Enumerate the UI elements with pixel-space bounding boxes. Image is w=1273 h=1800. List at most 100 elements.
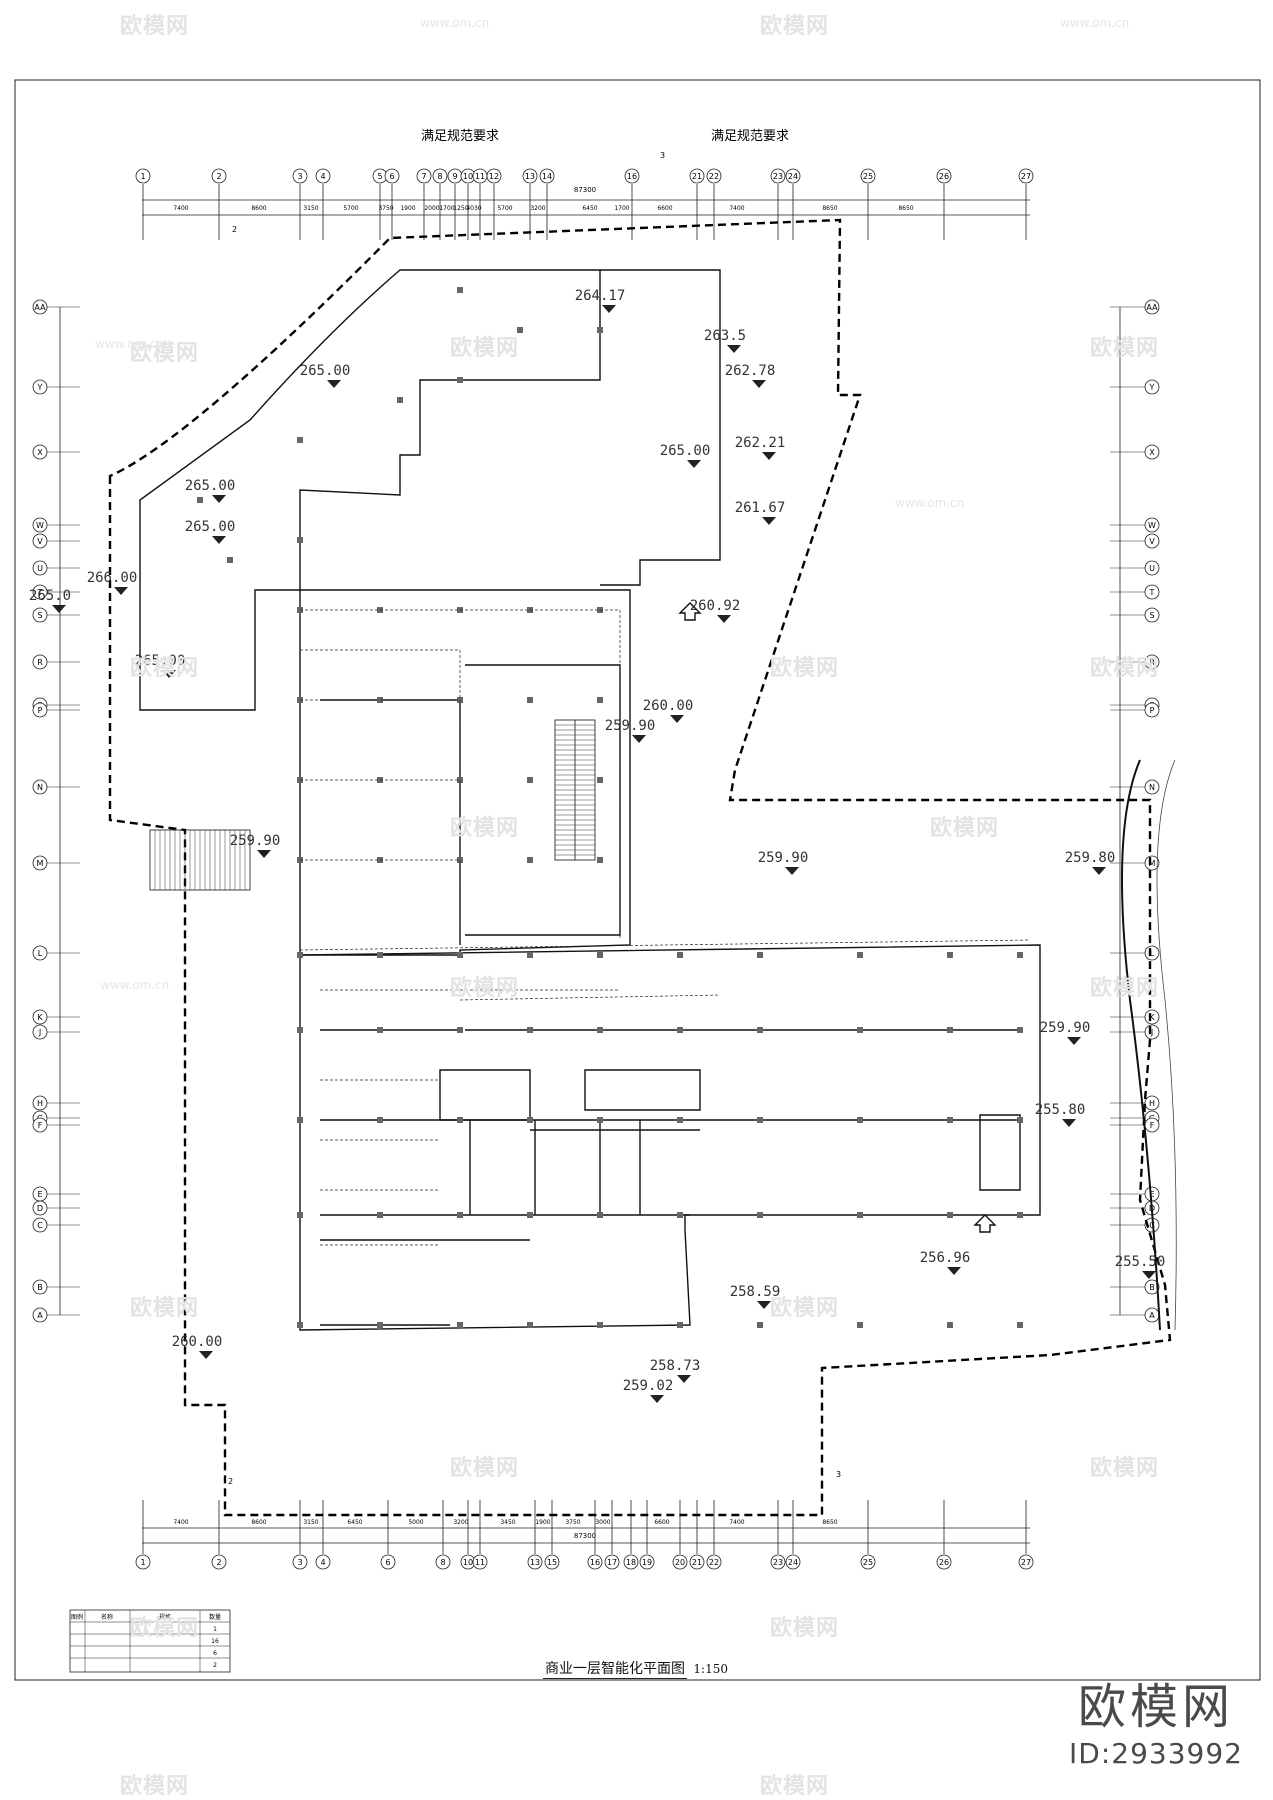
sheet-border (14, 79, 1261, 1681)
svg-text:3: 3 (297, 1558, 302, 1567)
watermark-logo: 欧模网 (120, 14, 190, 39)
svg-text:265.00: 265.00 (185, 519, 236, 535)
svg-text:1: 1 (140, 1558, 145, 1567)
svg-text:264.17: 264.17 (575, 288, 626, 304)
svg-text:23: 23 (773, 1558, 783, 1567)
axis-bubble-3: 3 (292, 168, 308, 184)
svg-text:W: W (1148, 521, 1156, 530)
axis-bubble-25: 25 (860, 168, 876, 184)
dimension-text: 3150 (303, 205, 318, 212)
axis-bubble-2: 2 (211, 168, 227, 184)
svg-text:F: F (1150, 1121, 1155, 1130)
dimension-text: 1700 (614, 205, 629, 212)
column (1017, 1117, 1023, 1123)
svg-text:H: H (37, 1099, 43, 1108)
column (457, 952, 463, 958)
svg-text:16: 16 (627, 172, 637, 181)
overall-dimension-bottom: 87300 (574, 1532, 596, 1540)
svg-text:P: P (38, 706, 43, 715)
column (377, 1322, 383, 1328)
svg-text:259.90: 259.90 (758, 850, 809, 866)
svg-text:24: 24 (788, 1558, 798, 1567)
svg-text:4: 4 (320, 1558, 325, 1567)
column (857, 1027, 863, 1033)
svg-text:X: X (1149, 448, 1155, 457)
svg-text:C: C (37, 1221, 43, 1230)
column (857, 1212, 863, 1218)
column (757, 1322, 763, 1328)
escalator-steps (555, 724, 595, 856)
dimension-text: 3000 (595, 1519, 610, 1526)
column (457, 1212, 463, 1218)
elevation-marker: 266.00 (87, 570, 137, 595)
elevation-marker: 264.17 (575, 288, 626, 313)
svg-text:265.00: 265.00 (660, 443, 711, 459)
svg-text:A: A (37, 1311, 43, 1320)
axis-bubble-19: 19 (639, 1554, 655, 1570)
axis-bubble-W: W (32, 517, 48, 533)
svg-text:11: 11 (475, 172, 485, 181)
axis-bubble-12: 12 (486, 168, 502, 184)
axis-ticks-bottom (142, 1500, 1027, 1554)
dimension-text: 6450 (582, 205, 597, 212)
axis-bubble-25: 25 (860, 1554, 876, 1570)
svg-text:10: 10 (463, 1558, 473, 1567)
svg-text:256.96: 256.96 (920, 1250, 971, 1266)
column (757, 1117, 763, 1123)
column (677, 1117, 683, 1123)
svg-text:A: A (1149, 1311, 1155, 1320)
elevation-marker: 265.0 (29, 588, 71, 613)
dimension-text: 4030 (466, 205, 481, 212)
dimension-text: 3200 (453, 1519, 468, 1526)
dimension-text: 6450 (347, 1519, 362, 1526)
elevation-marker: 263.5 (704, 328, 746, 353)
elevation-marker: 262.78 (725, 363, 775, 388)
axis-bubble-Y: Y (32, 379, 48, 395)
watermark-logo: 欧模网 (120, 1774, 190, 1799)
section-mark-3-top: 3 (660, 151, 665, 160)
elevation-marker: 259.80 (1065, 850, 1115, 875)
column (527, 1117, 533, 1123)
elevation-marker: 262.21 (735, 435, 785, 460)
dimension-text: 8650 (822, 1519, 837, 1526)
column (757, 1212, 763, 1218)
brand-id: ID:2933992 (1069, 1737, 1243, 1770)
column (457, 1117, 463, 1123)
svg-text:L: L (1150, 949, 1155, 958)
svg-text:15: 15 (547, 1558, 557, 1567)
axis-bubbles-left: AAYXWVUTSRQPNMLKJHGFEDCBA (32, 299, 80, 1323)
watermark-logo: 欧模网 (130, 1296, 200, 1321)
dimension-text: 3150 (303, 1519, 318, 1526)
column (677, 1322, 683, 1328)
axis-bubble-K: K (1144, 1009, 1160, 1025)
column (857, 952, 863, 958)
axis-bubble-8: 8 (432, 168, 448, 184)
column (1017, 952, 1023, 958)
wiring-runs (299, 609, 1031, 1246)
svg-text:R: R (1149, 658, 1155, 667)
column (377, 952, 383, 958)
dimension-text: 2000 (424, 205, 439, 212)
axis-bubble-17: 17 (604, 1554, 620, 1570)
svg-text:L: L (38, 949, 43, 958)
column (527, 1212, 533, 1218)
svg-text:26: 26 (939, 172, 949, 181)
axis-bubble-R: R (1144, 654, 1160, 670)
svg-text:25: 25 (863, 172, 873, 181)
column (597, 327, 603, 333)
svg-text:8: 8 (440, 1558, 445, 1567)
watermark-logo: 欧模网 (450, 816, 520, 841)
column (1017, 1212, 1023, 1218)
drawing-title-block: 商业一层智能化平面图 1:150 (0, 1658, 1273, 1679)
axis-bubble-21: 21 (689, 1554, 705, 1570)
svg-text:261.67: 261.67 (735, 500, 786, 516)
dimension-text: 1900 (535, 1519, 550, 1526)
column (297, 437, 303, 443)
svg-text:258.73: 258.73 (650, 1358, 701, 1374)
axis-bubble-8: 8 (435, 1554, 451, 1570)
dimension-text: 5700 (343, 205, 358, 212)
axis-bubble-J: J (1144, 1024, 1160, 1040)
column (597, 697, 603, 703)
axis-bubble-N: N (1144, 779, 1160, 795)
column (677, 1027, 683, 1033)
